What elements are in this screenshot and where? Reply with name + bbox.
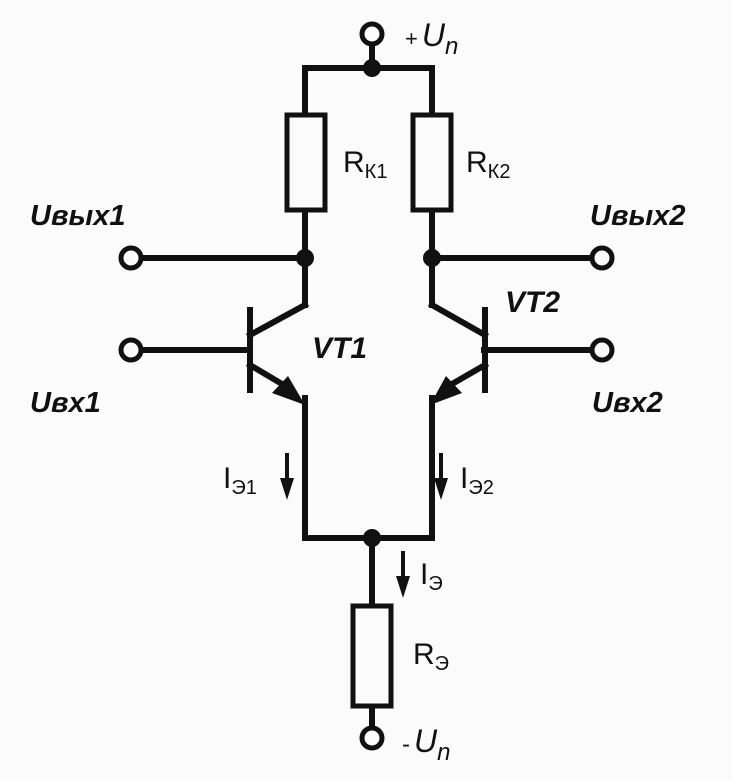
label-vt1: VT1 <box>312 332 367 365</box>
terminal-out1 <box>118 245 144 271</box>
junction-emitters <box>363 529 381 547</box>
terminal-negative-supply <box>359 725 385 751</box>
junction-out1 <box>296 249 314 267</box>
current-arrow-ie1 <box>280 453 294 500</box>
label-ie: IЭ <box>420 558 443 595</box>
label-in2: Uвх2 <box>592 387 663 419</box>
label-positive-supply: +Un <box>405 17 458 60</box>
vt1-emitter <box>245 360 287 389</box>
terminal-in2 <box>589 337 615 363</box>
transistor-vt1 <box>245 300 310 405</box>
junction-out2 <box>423 249 441 267</box>
resistor-rk2 <box>410 112 454 213</box>
label-out2: Uвых2 <box>590 200 685 232</box>
label-ie1: IЭ1 <box>223 462 257 499</box>
junction-supply <box>363 59 381 77</box>
label-rk2: RК2 <box>466 146 510 183</box>
terminal-in1 <box>118 337 144 363</box>
transistor-vt2 <box>427 300 490 405</box>
label-re: RЭ <box>413 638 449 675</box>
terminal-out2 <box>589 245 615 271</box>
vt2-emitter-arrow <box>430 376 462 405</box>
vt1-emitter-arrow <box>272 376 305 405</box>
label-in1: Uвх1 <box>30 387 101 419</box>
vt2-collector <box>427 300 490 340</box>
label-ie2: IЭ2 <box>460 462 494 499</box>
resistor-re <box>350 603 394 709</box>
vt1-collector <box>245 300 310 340</box>
label-rk1: RК1 <box>343 146 387 183</box>
vt2-emitter <box>447 360 490 389</box>
label-negative-supply: -Un <box>402 723 450 766</box>
current-arrow-ie <box>396 551 410 598</box>
label-vt2: VT2 <box>505 286 560 319</box>
resistor-rk1 <box>284 112 328 213</box>
label-out1: Uвых1 <box>30 200 125 232</box>
current-arrow-ie2 <box>434 453 448 500</box>
terminal-positive-supply <box>359 21 385 47</box>
